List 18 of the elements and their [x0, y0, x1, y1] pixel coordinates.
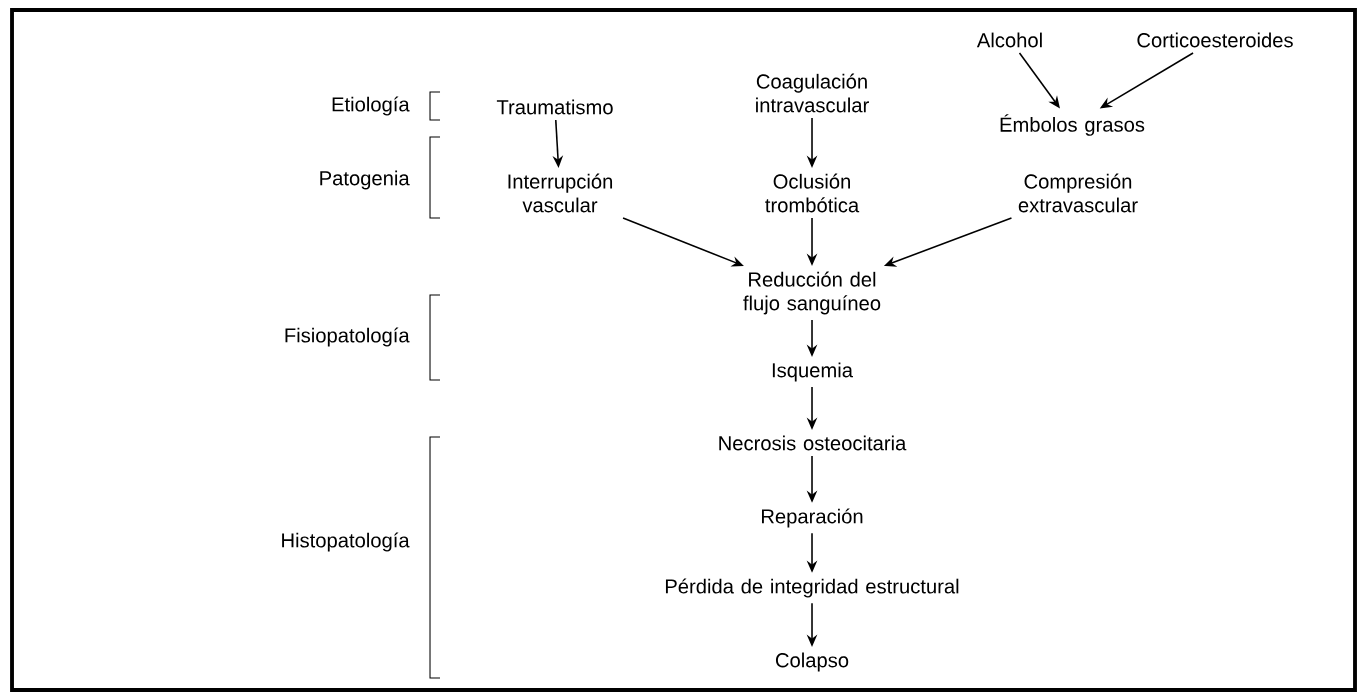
stage-label: Histopatología	[282, 532, 410, 552]
stage-label: Fisiopatología	[285, 327, 410, 347]
step-text: Isquemia	[772, 362, 853, 382]
step-text: Alcohol	[976, 32, 1042, 48]
step-text: Reducción del flujo sanguíneo	[743, 271, 881, 315]
step-text: Necrosis osteocitaria	[719, 435, 907, 451]
stage-label: Etiología	[332, 96, 410, 116]
step-text: Colapso	[775, 652, 849, 672]
stage-label: Patogenia	[320, 170, 410, 190]
step-text: Traumatismo	[496, 99, 613, 115]
step-text: Coagulación intravascular	[756, 73, 869, 113]
step-text: Oclusión trombótica	[765, 173, 860, 213]
step-text: Reparación	[762, 508, 863, 528]
step-text: Interrupción vascular	[508, 173, 613, 213]
step-text: Pérdida de integridad estructural	[665, 578, 959, 598]
step-text: Émbolos grasos	[1000, 114, 1145, 136]
step-text: Corticoesteroides	[1137, 32, 1293, 48]
step-text: Compresión extravascular	[1018, 173, 1138, 213]
